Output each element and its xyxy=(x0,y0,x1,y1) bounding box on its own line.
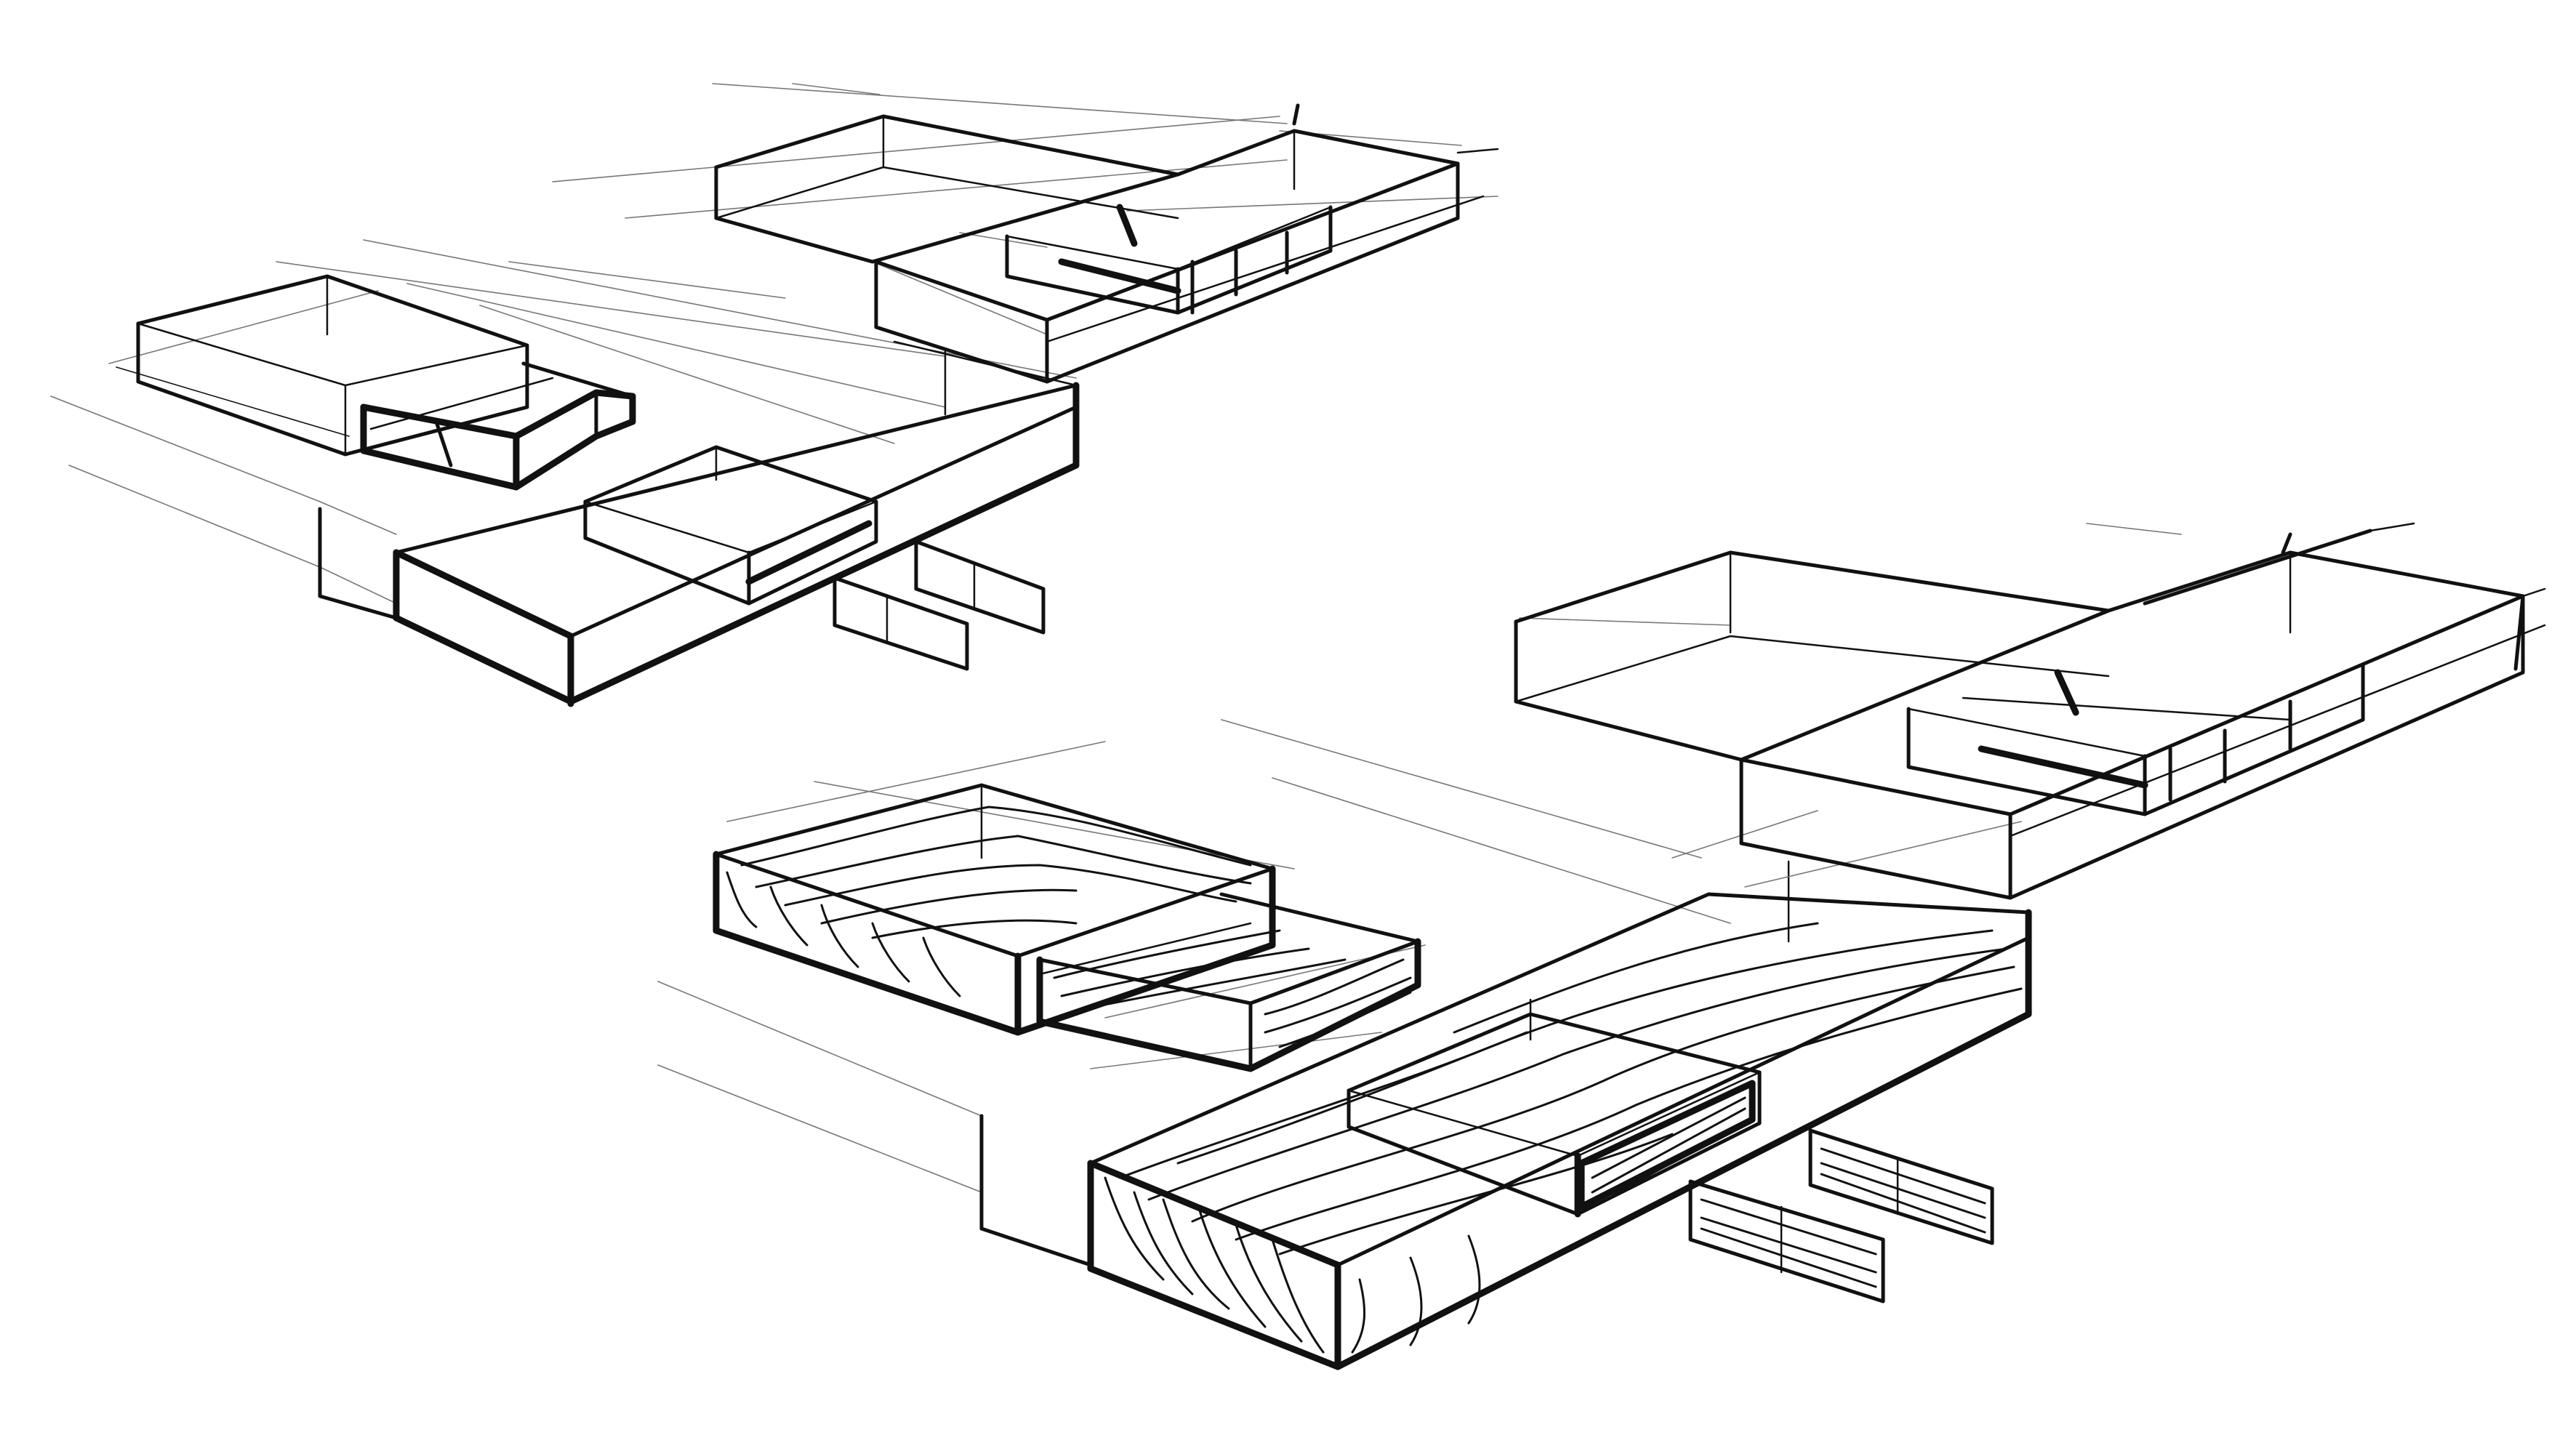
front-slab xyxy=(874,103,1499,384)
upper-drawer xyxy=(360,361,636,491)
upper-drawer-grain xyxy=(1053,929,1412,1048)
slab-top-grain xyxy=(1118,922,2023,1256)
loose-drawer-right xyxy=(914,539,1046,635)
slab-drawer xyxy=(583,445,878,606)
loose-drawer-left xyxy=(832,576,969,671)
guide-lines xyxy=(1519,523,2182,888)
guide-lines xyxy=(50,116,1288,604)
upper-box xyxy=(116,274,529,457)
drawer-slot xyxy=(1005,204,1333,315)
base-slab xyxy=(318,340,1080,707)
top-left-outline-sketch xyxy=(50,116,1288,707)
upper-box-grain xyxy=(726,806,1252,997)
slab-drawer xyxy=(1347,998,1762,1218)
drawer-slot xyxy=(1906,663,2365,816)
loose-drawer-right xyxy=(1808,1128,1994,1245)
rear-box xyxy=(1514,550,2111,762)
upper-drawer xyxy=(1036,892,1421,1072)
right-outline-sketch xyxy=(1514,522,2546,900)
center-wood-grain-sketch xyxy=(657,719,2032,1370)
top-right-outline-sketch xyxy=(712,83,1499,384)
rear-box xyxy=(714,114,1180,264)
slab-end-grain xyxy=(1104,1176,1481,1354)
loose-drawer-left xyxy=(1688,1179,1885,1304)
upper-box xyxy=(713,783,1276,1036)
